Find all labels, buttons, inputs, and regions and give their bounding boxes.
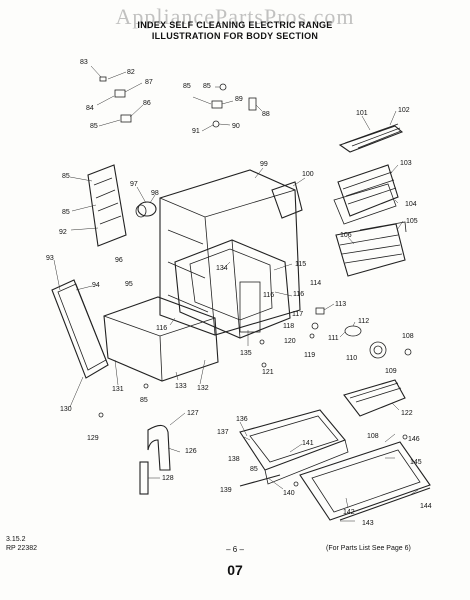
callout-116b: 116 (156, 325, 167, 332)
callout-85d: 85 (183, 83, 191, 90)
footer-date: 3.15.2 (6, 536, 26, 543)
oven-liner (174, 239, 293, 346)
callout-117: 117 (292, 311, 303, 318)
callout-105: 105 (406, 218, 418, 225)
callout-103: 103 (400, 160, 412, 167)
callout-114: 114 (310, 280, 321, 287)
callout-112: 112 (358, 318, 369, 325)
callout-85g: 85 (203, 83, 211, 90)
callout-119: 119 (304, 352, 315, 359)
oven-door-panel (51, 259, 109, 408)
small-parts-top-center (192, 83, 263, 132)
callout-99: 99 (260, 161, 268, 168)
callout-85e: 85 (140, 397, 148, 404)
callout-143: 143 (362, 520, 374, 527)
storage-frame (103, 296, 219, 386)
callout-98: 98 (151, 190, 159, 197)
callout-85b: 85 (62, 173, 70, 180)
callout-126: 126 (185, 448, 197, 455)
callout-129: 129 (87, 435, 99, 442)
callout-83: 83 (80, 59, 88, 66)
callout-82: 82 (127, 69, 135, 76)
callout-106: 106 (340, 232, 352, 239)
callout-142: 142 (343, 509, 355, 516)
callout-135: 135 (240, 350, 252, 357)
callout-97: 97 (130, 181, 138, 188)
callout-111: 111 (328, 335, 339, 342)
callout-numbers: 82 83 84 85 86 87 88 89 90 91 92 93 94 9… (46, 59, 432, 527)
callout-101: 101 (356, 110, 368, 117)
callout-121: 121 (262, 369, 274, 376)
callout-93: 93 (46, 255, 54, 262)
drawer-front (299, 433, 431, 522)
watermark: AppliancePartsPros.com (115, 4, 355, 29)
callout-94: 94 (92, 282, 100, 289)
callout-146: 146 (408, 436, 420, 443)
callout-137: 137 (217, 429, 229, 436)
oven-liner-shelf (335, 220, 407, 277)
callout-90: 90 (232, 123, 240, 130)
callout-110: 110 (346, 355, 357, 362)
broil-element (338, 110, 404, 153)
footer-page-number: – 6 – (226, 545, 244, 554)
callout-86: 86 (143, 100, 151, 107)
callout-84: 84 (86, 105, 94, 112)
callout-100: 100 (302, 171, 314, 178)
footer-sheet-number: 07 (227, 562, 243, 578)
callout-131: 131 (112, 386, 124, 393)
side-control-panel (69, 164, 157, 247)
callout-92: 92 (59, 229, 67, 236)
diagram-title-line2: ILLUSTRATION FOR BODY SECTION (151, 31, 319, 41)
callout-138: 138 (228, 456, 240, 463)
callout-128: 128 (162, 475, 174, 482)
callout-102: 102 (398, 107, 410, 114)
callout-116c: 116 (263, 292, 274, 299)
footer-code: RP 22382 (6, 545, 38, 552)
callout-109: 109 (385, 368, 397, 375)
callout-141: 141 (302, 440, 314, 447)
callout-96: 96 (115, 257, 123, 264)
callout-91: 91 (192, 128, 200, 135)
storage-drawer (239, 409, 349, 490)
callout-136: 136 (236, 416, 248, 423)
callout-144: 144 (420, 503, 432, 510)
callout-145: 145 (410, 459, 422, 466)
callout-118: 118 (283, 323, 294, 330)
footer-parts-list-note: (For Parts List See Page 6) (326, 545, 411, 552)
callout-85c: 85 (62, 209, 70, 216)
callout-85f: 85 (250, 466, 258, 473)
callout-85a: 85 (90, 123, 98, 130)
callout-95: 95 (125, 281, 133, 288)
diagram-title-line1: INDEX SELF CLEANING ELECTRIC RANGE (137, 20, 333, 30)
callout-88: 88 (262, 111, 270, 118)
small-parts-top-left (90, 65, 144, 127)
callout-89: 89 (235, 96, 243, 103)
callout-116a: 116 (293, 291, 304, 298)
callout-108b: 108 (367, 433, 379, 440)
screws (98, 333, 408, 487)
callout-115: 115 (295, 261, 306, 268)
door-hinge (139, 412, 186, 495)
callout-122: 122 (401, 410, 413, 417)
callout-140: 140 (283, 490, 295, 497)
fittings (311, 303, 412, 359)
callout-132: 132 (197, 385, 209, 392)
callout-127: 127 (187, 410, 199, 417)
range-body-cabinet (159, 167, 306, 336)
oven-racks (333, 164, 399, 225)
callout-108a: 108 (402, 333, 414, 340)
callout-87: 87 (145, 79, 153, 86)
callout-130: 130 (60, 406, 72, 413)
callout-113: 113 (335, 301, 346, 308)
bake-element (343, 379, 406, 417)
callout-104: 104 (405, 201, 417, 208)
callout-134: 134 (216, 265, 228, 272)
callout-120: 120 (284, 338, 296, 345)
callout-133: 133 (175, 383, 187, 390)
callout-139: 139 (220, 487, 232, 494)
